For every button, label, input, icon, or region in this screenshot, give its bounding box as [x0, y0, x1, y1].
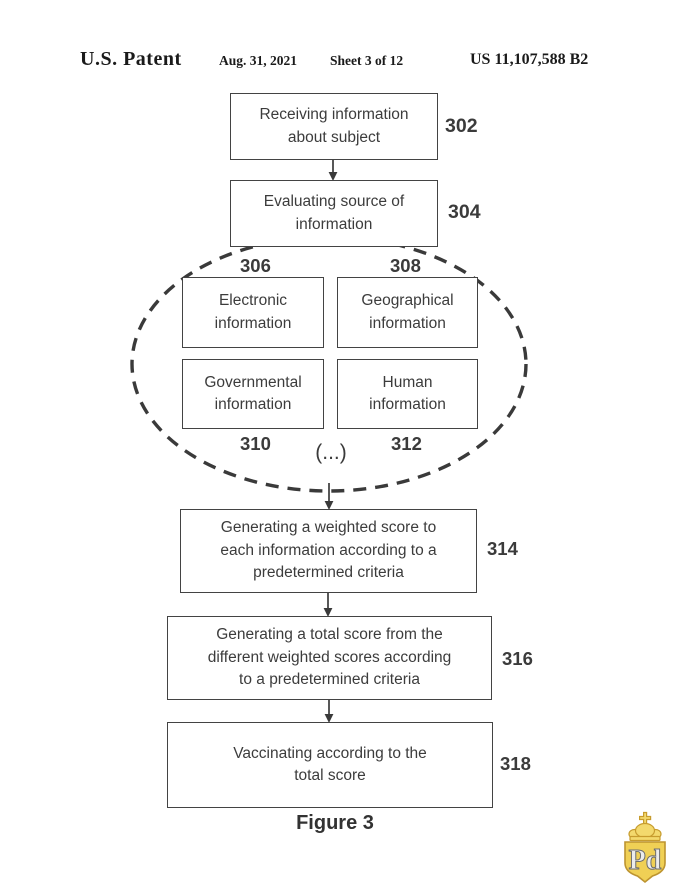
ref-numeral-302: 302: [445, 115, 478, 137]
sheet-number: Sheet 3 of 12: [330, 53, 404, 68]
ref-numeral-312: 312: [391, 433, 422, 454]
gold-crest-logo-icon: Pd: [624, 811, 666, 884]
arrowhead-316-318: [324, 714, 334, 723]
flow-box-electronic-information: Electronic information: [182, 277, 324, 348]
flow-box-governmental-information: Governmental information: [182, 359, 324, 429]
arrowhead-ellipse-314: [324, 501, 334, 510]
crest-monogram: Pd: [629, 845, 662, 876]
ref-numeral-318: 318: [500, 753, 531, 774]
ref-numeral-304: 304: [448, 201, 481, 223]
arrowhead-314-316: [323, 608, 333, 617]
patent-number: US 11,107,588 B2: [470, 51, 589, 68]
ref-numeral-308: 308: [390, 255, 421, 276]
flow-box-total-score: Generating a total score from the differ…: [167, 616, 492, 700]
ref-numeral-316: 316: [502, 648, 533, 669]
patent-date: Aug. 31, 2021: [219, 53, 298, 68]
flow-box-human-information: Human information: [337, 359, 478, 429]
flow-box-geographical-information: Geographical information: [337, 277, 478, 348]
ref-numeral-314: 314: [487, 538, 518, 559]
flow-box-vaccinating: Vaccinating according to the total score: [167, 722, 493, 808]
ref-numeral-310: 310: [240, 433, 271, 454]
crest-cross: [639, 811, 652, 826]
more-sources-ellipsis: (...): [315, 441, 347, 464]
ref-numeral-306: 306: [240, 255, 271, 276]
arrowhead-302-304: [328, 172, 338, 181]
crest-crown-band: [629, 835, 661, 842]
flow-box-weighted-score: Generating a weighted score to each info…: [180, 509, 477, 593]
flow-box-evaluating-source: Evaluating source of information: [230, 180, 438, 247]
patent-label: U.S. Patent: [80, 48, 182, 70]
flow-box-receiving-information: Receiving information about subject: [230, 93, 438, 160]
crest-shield: [624, 841, 666, 884]
figure-caption: Figure 3: [296, 812, 374, 834]
crest-crown-dome: [634, 822, 656, 839]
